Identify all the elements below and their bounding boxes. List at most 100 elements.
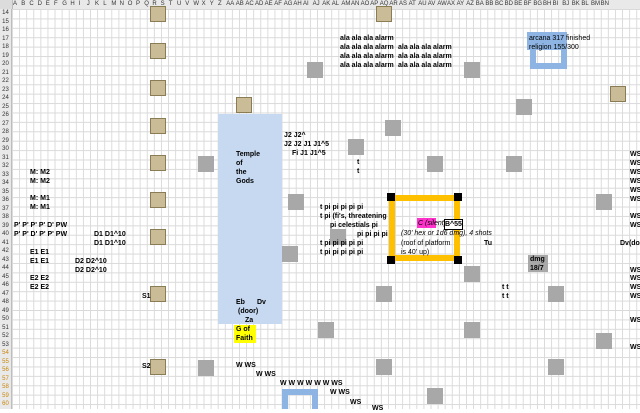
row-header[interactable]: 22 [0,77,12,87]
row-header[interactable]: 40 [0,230,12,240]
column-header[interactable]: BA [475,1,484,7]
column-header[interactable]: AZ [466,1,474,7]
row-header[interactable]: 24 [0,94,12,104]
column-header[interactable]: U [177,1,182,7]
row-header[interactable]: 26 [0,111,12,121]
row-header[interactable]: 15 [0,17,12,27]
column-header[interactable]: BH [543,1,552,7]
row-header[interactable]: 18 [0,43,12,53]
column-header[interactable]: BF [523,1,532,7]
column-header[interactable]: T [168,1,173,7]
column-header[interactable]: AR [389,1,398,7]
column-header[interactable]: AA [226,1,235,7]
column-header[interactable]: S [160,1,165,7]
column-header[interactable]: AF [274,1,282,7]
column-header[interactable]: AU [418,1,427,7]
row-header[interactable]: 52 [0,332,12,342]
column-header[interactable]: A [13,1,18,7]
column-header[interactable]: AV [427,1,436,7]
row-header[interactable]: 33 [0,170,12,180]
column-header[interactable]: Y [209,1,214,7]
selected-cell[interactable] [417,218,436,228]
row-header[interactable]: 20 [0,60,12,70]
column-header[interactable]: AT [408,1,416,7]
column-header[interactable]: G [62,1,67,7]
column-header[interactable]: AQ [379,1,389,7]
column-header[interactable]: Z [218,1,222,7]
column-header[interactable]: AX [447,1,456,7]
column-header[interactable]: BM [591,1,600,7]
column-header[interactable]: AG [283,1,293,7]
column-header[interactable]: J [86,1,90,7]
column-header[interactable]: BD [504,1,513,7]
column-header[interactable]: AL [331,1,340,7]
column-header[interactable]: BL [581,1,589,7]
row-header[interactable]: 48 [0,298,12,308]
column-header[interactable]: AO [360,1,370,7]
row-header[interactable]: 47 [0,289,12,299]
column-header[interactable]: AC [245,1,254,7]
column-header[interactable]: K [95,1,100,7]
row-header[interactable]: 21 [0,68,12,78]
column-header[interactable]: Q [144,1,149,7]
row-header[interactable]: 39 [0,221,12,231]
column-header[interactable]: AM [341,1,351,7]
row-header[interactable]: 57 [0,374,12,384]
column-header[interactable]: BI [552,1,559,7]
column-header[interactable]: BJ [562,1,570,7]
column-header[interactable]: D [37,1,42,7]
column-header[interactable]: AP [370,1,379,7]
row-header[interactable]: 45 [0,272,12,282]
row-header[interactable]: 44 [0,264,12,274]
column-header[interactable]: AD [255,1,264,7]
column-header[interactable]: E [45,1,50,7]
column-header[interactable]: I [78,1,81,7]
column-header[interactable]: AJ [312,1,320,7]
row-header[interactable]: 14 [0,9,12,19]
row-header[interactable]: 31 [0,153,12,163]
column-header[interactable]: R [152,1,157,7]
column-header[interactable]: W [193,1,200,7]
column-header[interactable]: AK [322,1,331,7]
column-header[interactable]: AI [303,1,309,7]
row-header[interactable]: 59 [0,391,12,401]
spreadsheet-grid[interactable] [12,9,640,409]
column-header[interactable]: BC [495,1,504,7]
column-header[interactable]: F [54,1,58,7]
column-header[interactable]: BK [571,1,580,7]
row-header[interactable]: 16 [0,26,12,36]
row-header[interactable]: 43 [0,255,12,265]
row-header[interactable]: 17 [0,34,12,44]
column-header[interactable]: V [185,1,190,7]
row-header[interactable]: 36 [0,196,12,206]
column-header[interactable]: L [103,1,107,7]
select-all-corner[interactable] [0,0,13,9]
column-header[interactable]: AE [264,1,273,7]
row-header[interactable]: 49 [0,306,12,316]
column-header[interactable]: M [111,1,117,7]
column-header[interactable]: X [201,1,206,7]
row-header[interactable]: 53 [0,340,12,350]
row-header[interactable]: 50 [0,315,12,325]
row-header[interactable]: 19 [0,51,12,61]
column-header[interactable]: BN [600,1,609,7]
row-header[interactable]: 56 [0,366,12,376]
row-header[interactable]: 55 [0,357,12,367]
row-header[interactable]: 23 [0,85,12,95]
row-header[interactable]: 42 [0,247,12,257]
column-header[interactable]: AN [351,1,360,7]
column-header[interactable]: AY [456,1,465,7]
column-header[interactable]: H [70,1,75,7]
row-header[interactable]: 37 [0,204,12,214]
row-header[interactable]: 60 [0,400,12,410]
row-header[interactable]: 28 [0,128,12,138]
row-header[interactable]: 46 [0,281,12,291]
row-header[interactable]: 32 [0,162,12,172]
column-header[interactable]: O [127,1,133,7]
column-header[interactable]: AW [437,1,447,7]
row-header[interactable]: 27 [0,119,12,129]
column-header[interactable]: BG [533,1,543,7]
row-header[interactable]: 29 [0,136,12,146]
column-header[interactable]: P [136,1,141,7]
row-header[interactable]: 25 [0,102,12,112]
